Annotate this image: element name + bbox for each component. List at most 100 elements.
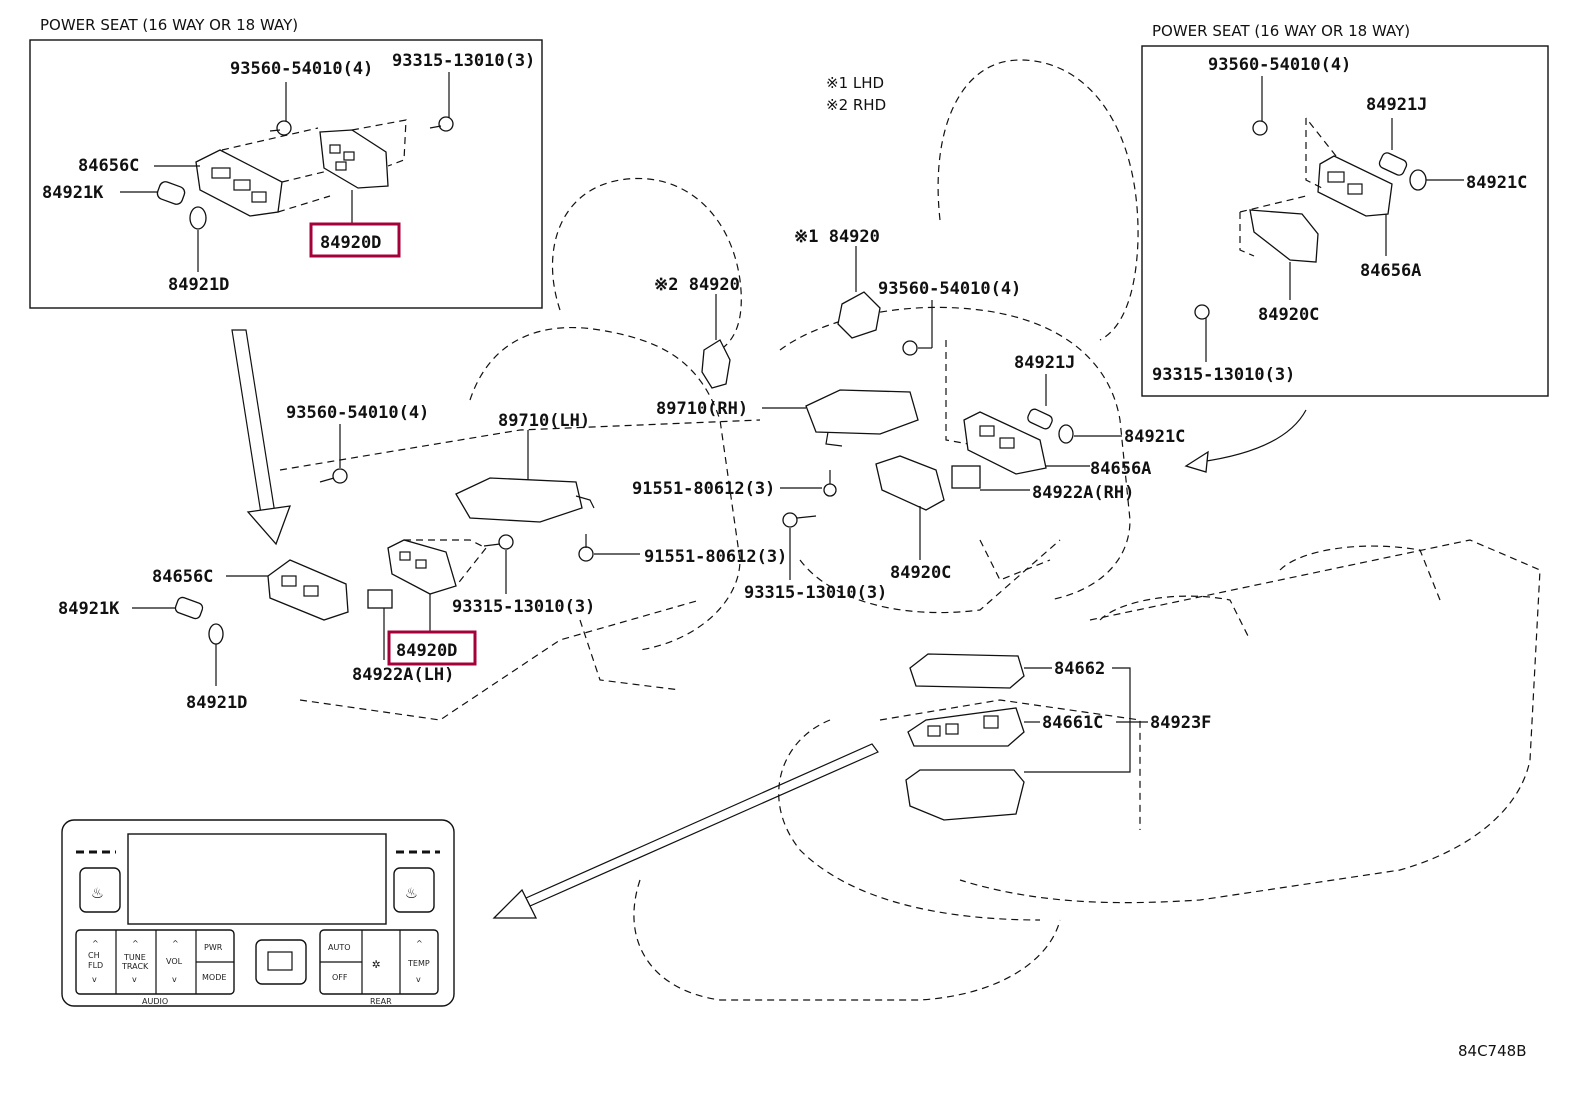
right-inset-header: POWER SEAT (16 WAY OR 18 WAY) xyxy=(1152,22,1410,40)
panel-display xyxy=(127,833,387,925)
vol-label: VOL xyxy=(166,957,183,966)
cap-84921K-main xyxy=(174,596,204,620)
label-m-84662: 84662 xyxy=(1054,659,1105,679)
ch-down-icon: v xyxy=(92,975,97,984)
screw-m-93560-lh xyxy=(319,424,348,484)
ecu-89710-lh xyxy=(455,477,595,523)
right-inset-arrow xyxy=(1199,409,1307,463)
rear-label: REAR xyxy=(370,997,392,1006)
label-r-84921J: 84921J xyxy=(1366,95,1427,115)
highlight-m-84920D xyxy=(387,630,477,666)
screw-m-91551-a xyxy=(823,470,837,497)
label-m-84921J: 84921J xyxy=(1014,353,1075,373)
label-m-84920D: 84920D xyxy=(396,641,457,661)
front-seats-outline xyxy=(279,59,1139,721)
right-screw-2 xyxy=(1194,304,1210,362)
label-l-93560: 93560-54010(4) xyxy=(230,59,373,79)
connector-84922A-lh xyxy=(367,589,393,609)
right-cap-84921J xyxy=(1378,152,1408,176)
rear-control-panel: ♨ ♨ ^ CH FLD v ^ TUNE TRACK v ^ VOL v PW… xyxy=(61,819,455,1007)
cap-84921J-main xyxy=(1027,408,1053,430)
left-inset-arrow xyxy=(231,329,291,546)
label-m-84920C: 84920C xyxy=(890,563,951,583)
label-r-93560: 93560-54010(4) xyxy=(1208,55,1351,75)
label-m-89710lh: 89710(LH) xyxy=(498,411,590,431)
label-m-93315-l: 93315-13010(3) xyxy=(452,597,595,617)
right-connector xyxy=(1249,209,1319,263)
ch-label-1: CH xyxy=(88,951,100,960)
tune-up-icon: ^ xyxy=(132,939,139,948)
label-m-93560-rh: 93560-54010(4) xyxy=(878,279,1021,299)
left-cap-84921K xyxy=(156,181,186,205)
label-r-84921C: 84921C xyxy=(1466,173,1527,193)
seat-heater-right-button xyxy=(393,867,435,913)
label-m-89710rh: 89710(RH) xyxy=(656,399,748,419)
label-m-84920-rhd: ※2 84920 xyxy=(654,275,740,295)
label-m-84921D: 84921D xyxy=(186,693,247,713)
left-inset-box xyxy=(29,39,543,309)
label-m-84922a-rh: 84922A(RH) xyxy=(1032,483,1134,503)
rear-seat-outline xyxy=(633,539,1541,1001)
left-switch-panel xyxy=(195,149,283,217)
label-l-84921D: 84921D xyxy=(168,275,229,295)
vol-up-icon: ^ xyxy=(172,939,179,948)
label-r-84920C: 84920C xyxy=(1258,305,1319,325)
cap-84921D-main xyxy=(208,623,224,645)
label-m-93315-m: 93315-13010(3) xyxy=(744,583,887,603)
label-l-84920D: 84920D xyxy=(320,233,381,253)
switch-84656C-main xyxy=(267,559,349,621)
diagram-code: 84C748B xyxy=(1458,1042,1526,1060)
fan-icon: ✲ xyxy=(372,956,380,972)
cap-84921C-main xyxy=(1058,424,1074,444)
label-m-84661C: 84661C xyxy=(1042,713,1103,733)
tray-console xyxy=(905,769,1025,821)
pwr-label: PWR xyxy=(204,943,223,952)
screen-icon xyxy=(267,951,293,971)
rear-screen-button xyxy=(255,939,307,985)
seat-heater-left-icon: ♨ xyxy=(92,882,103,903)
label-r-84656A: 84656A xyxy=(1360,261,1421,281)
right-inset-box xyxy=(1141,45,1549,397)
label-m-91551-a: 91551-80612(3) xyxy=(632,479,775,499)
connector-84920D-main xyxy=(387,539,457,595)
note-rhd: ※2 RHD xyxy=(826,96,886,114)
ecu-89710-rh xyxy=(805,389,919,447)
ch-up-icon: ^ xyxy=(92,939,99,948)
switch-84661C xyxy=(907,707,1025,747)
switch-84920-lhd xyxy=(837,291,881,339)
label-r-93315: 93315-13010(3) xyxy=(1152,365,1295,385)
label-m-84922a-lh: 84922A(LH) xyxy=(352,665,454,685)
label-m-93560-lh: 93560-54010(4) xyxy=(286,403,429,423)
seat-heater-right-icon: ♨ xyxy=(406,882,417,903)
screw-m-93315-l xyxy=(483,534,514,594)
label-m-84923F: 84923F xyxy=(1150,713,1211,733)
switch-84656A-main xyxy=(963,411,1047,475)
right-screw-1 xyxy=(1252,76,1268,136)
right-switch-panel xyxy=(1317,155,1393,217)
label-l-84921K: 84921K xyxy=(42,183,104,203)
switch-84920-rhd xyxy=(701,339,731,389)
label-l-84656C: 84656C xyxy=(78,156,139,176)
bezel-84662 xyxy=(909,653,1025,689)
label-m-84920-lhd: ※1 84920 xyxy=(794,227,880,247)
left-cap-84921D xyxy=(189,206,207,230)
off-label: OFF xyxy=(332,973,348,982)
fld-label: FLD xyxy=(88,961,103,970)
right-cap-84921C xyxy=(1409,169,1427,191)
left-screw-1 xyxy=(269,82,292,136)
temp-label: TEMP xyxy=(407,959,430,968)
screw-m-93315-m xyxy=(782,512,817,580)
label-m-84921C: 84921C xyxy=(1124,427,1185,447)
highlight-l-84920D xyxy=(309,222,401,258)
left-screw-2 xyxy=(429,72,454,132)
temp-up-icon: ^ xyxy=(416,939,423,948)
connector-84920C-main xyxy=(875,455,945,511)
note-lhd: ※1 LHD xyxy=(826,74,884,92)
label-m-91551-b: 91551-80612(3) xyxy=(644,547,787,567)
screw-m-91551-b xyxy=(578,534,640,562)
vol-down-icon: v xyxy=(172,975,177,984)
label-m-84921K: 84921K xyxy=(58,599,120,619)
panel-outer xyxy=(61,819,455,1007)
